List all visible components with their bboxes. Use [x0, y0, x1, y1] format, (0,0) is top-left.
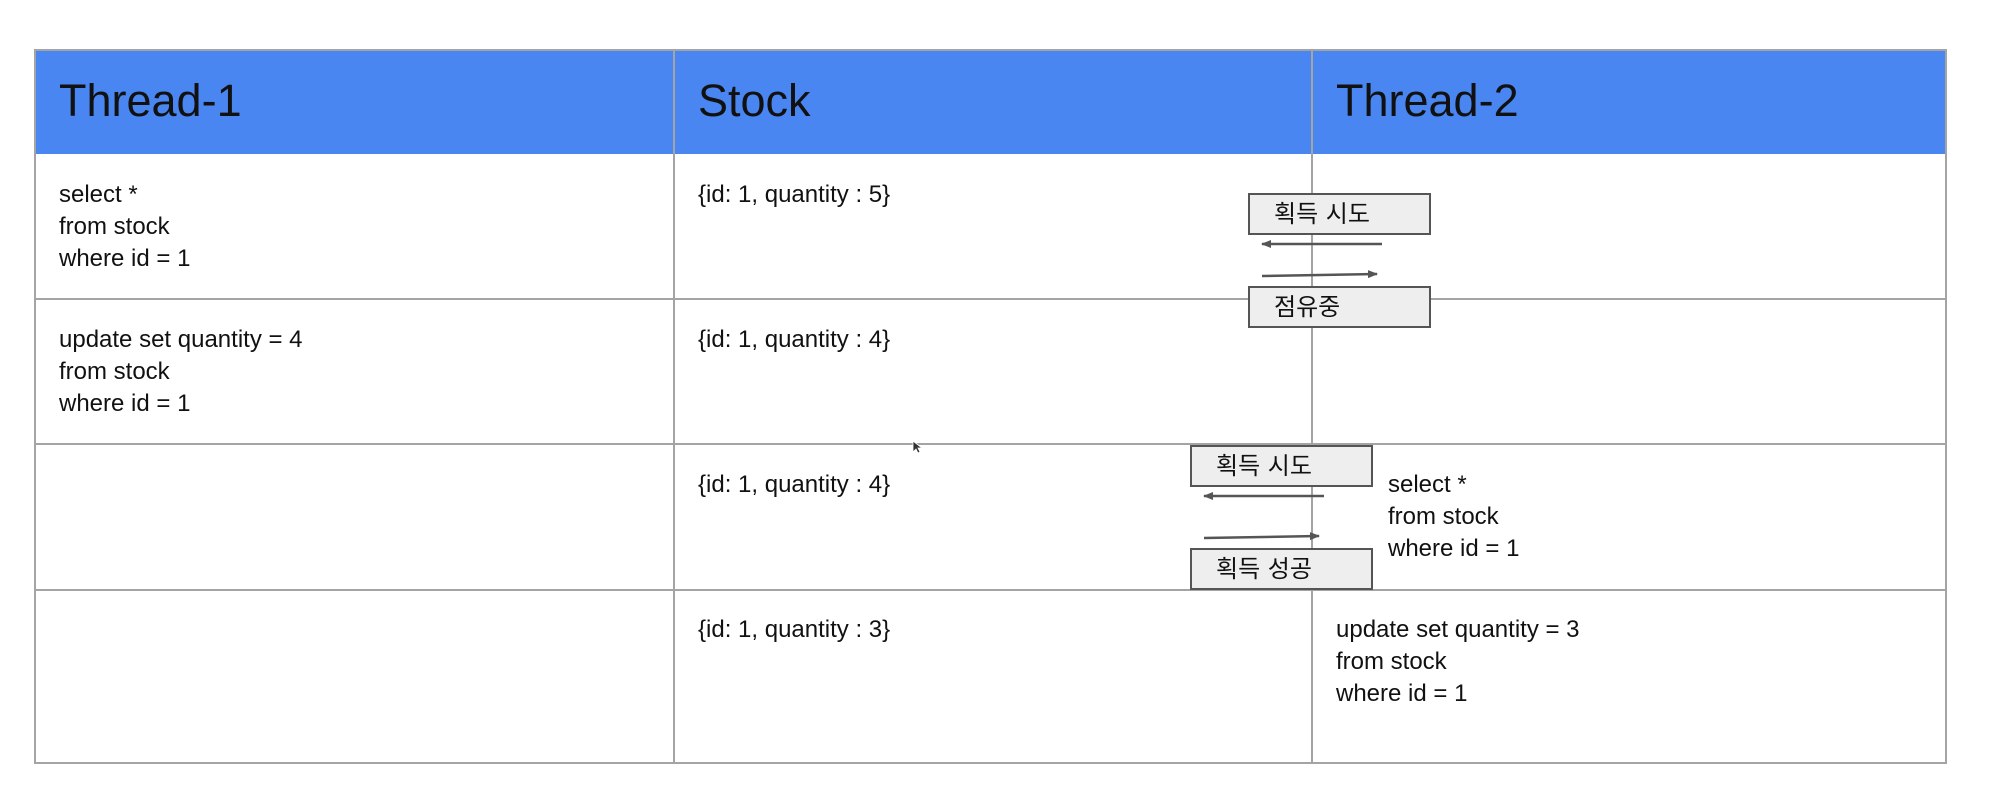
row-divider: [34, 443, 1947, 445]
column-divider: [1311, 49, 1313, 764]
lock-attempt-badge: 획득 시도: [1248, 193, 1431, 235]
row-4-thread-2-query: update set quantity = 3 from stock where…: [1336, 614, 1580, 710]
query-line: where id = 1: [59, 390, 191, 417]
lock-response-arrow: [1261, 270, 1378, 279]
lock-held-badge: 점유중: [1248, 286, 1431, 328]
row-2-stock-state: {id: 1, quantity : 4}: [698, 324, 890, 356]
row-1-thread-1-query: select * from stock where id = 1: [59, 179, 190, 275]
lock-attempt-badge: 획득 시도: [1190, 445, 1373, 487]
stock-value: {id: 1, quantity : 3}: [698, 616, 891, 643]
query-line: select *: [1388, 471, 1467, 498]
query-line: from stock: [1388, 503, 1499, 530]
table-border: [34, 49, 1947, 764]
stock-value: {id: 1, quantity : 4}: [698, 326, 891, 353]
query-line: where id = 1: [59, 245, 191, 272]
query-line: from stock: [1336, 648, 1447, 675]
query-line: where id = 1: [1336, 680, 1468, 707]
row-4-stock-state: {id: 1, quantity : 3}: [698, 614, 890, 646]
lock-response-arrow: [1203, 532, 1320, 541]
row-3-stock-state: {id: 1, quantity : 4}: [698, 469, 890, 501]
row-1-stock-state: {id: 1, quantity : 5}: [698, 179, 890, 211]
mouse-cursor-icon: [912, 440, 924, 454]
query-line: update set quantity = 3: [1336, 616, 1580, 643]
query-line: from stock: [59, 213, 170, 240]
header-thread-2: Thread-2: [1336, 75, 1519, 126]
query-line: update set quantity = 4: [59, 326, 303, 353]
row-divider: [34, 298, 1947, 300]
table-header-row: [34, 49, 1947, 154]
query-line: from stock: [59, 358, 170, 385]
query-line: where id = 1: [1388, 535, 1520, 562]
column-divider: [673, 49, 675, 764]
header-stock: Stock: [698, 75, 811, 126]
row-3-thread-2-query: select * from stock where id = 1: [1388, 469, 1519, 565]
lock-acquired-badge: 획득 성공: [1190, 548, 1373, 590]
row-divider: [34, 589, 1947, 591]
stock-value: {id: 1, quantity : 4}: [698, 471, 891, 498]
header-thread-1: Thread-1: [59, 75, 242, 126]
stock-value: {id: 1, quantity : 5}: [698, 181, 891, 208]
query-line: select *: [59, 181, 138, 208]
row-2-thread-1-query: update set quantity = 4 from stock where…: [59, 324, 303, 420]
